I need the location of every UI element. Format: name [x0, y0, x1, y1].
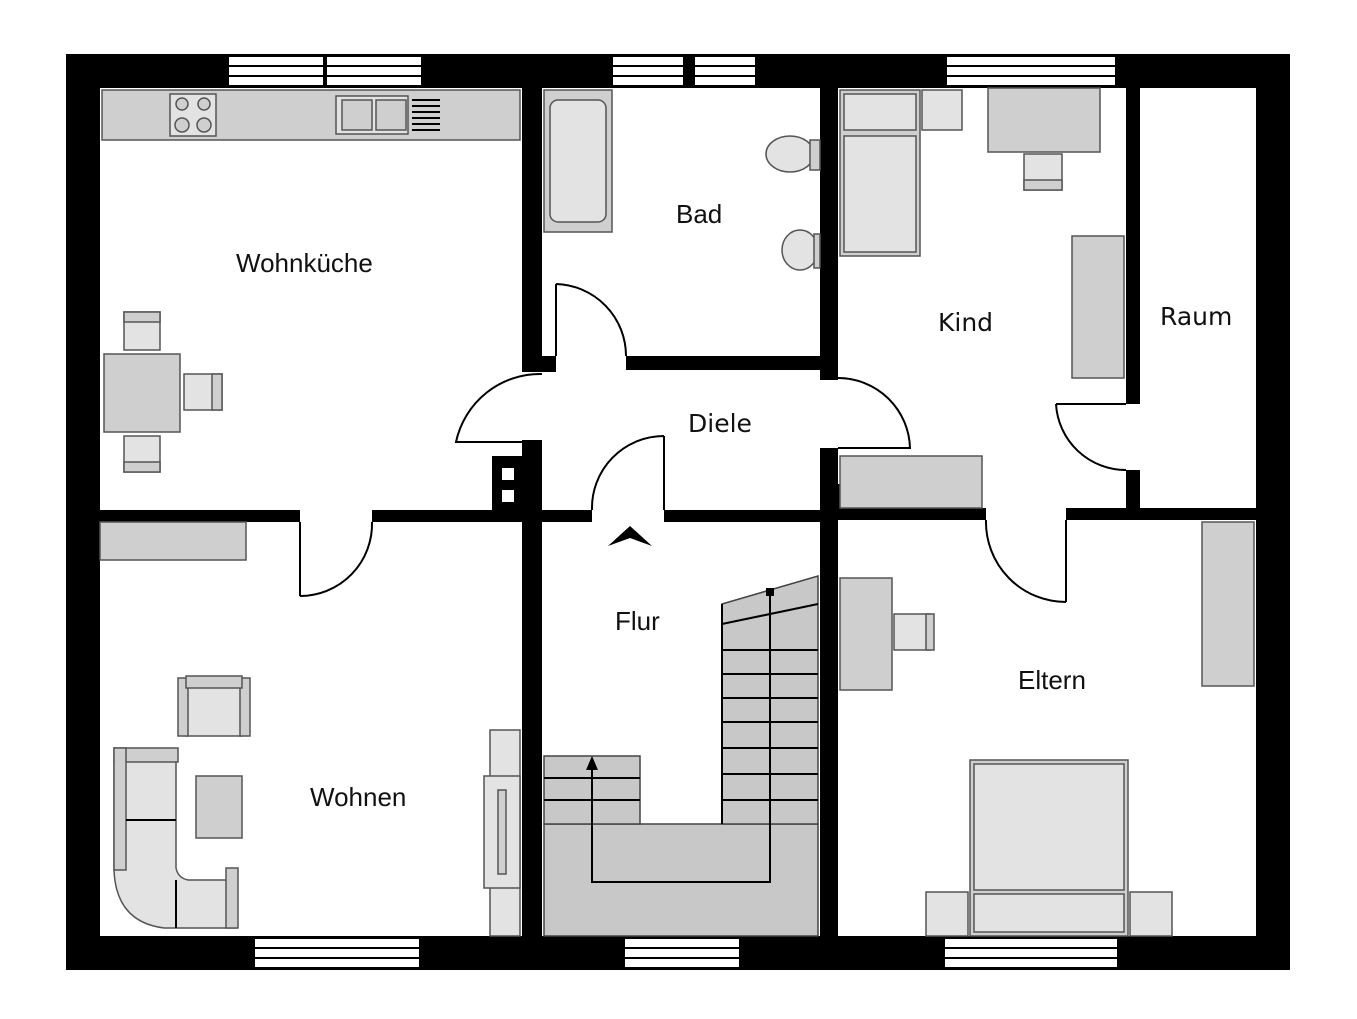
room-label-wohnkueche: Wohnküche [236, 248, 373, 278]
kitchen-furniture [101, 89, 521, 473]
windows [227, 55, 1119, 969]
interior-walls [100, 88, 1256, 936]
room-label-diele: Diele [688, 409, 752, 438]
stair-direction-arrow-icon [586, 756, 598, 770]
room-label-kind: Kind [938, 308, 994, 337]
doors [299, 283, 1127, 603]
staircase [543, 575, 819, 937]
bathroom-fixtures [543, 89, 821, 271]
room-label-eltern: Eltern [1018, 665, 1086, 695]
north-arrow-icon [608, 526, 652, 546]
room-label-wohnen: Wohnen [310, 782, 407, 812]
room-label-flur: Flur [615, 606, 660, 636]
room-label-raum: Raum [1160, 302, 1233, 331]
bedroom-furniture [839, 521, 1255, 937]
kids-room-furniture [839, 87, 1125, 509]
living-room-furniture [99, 521, 521, 937]
room-label-bad: Bad [676, 199, 723, 229]
